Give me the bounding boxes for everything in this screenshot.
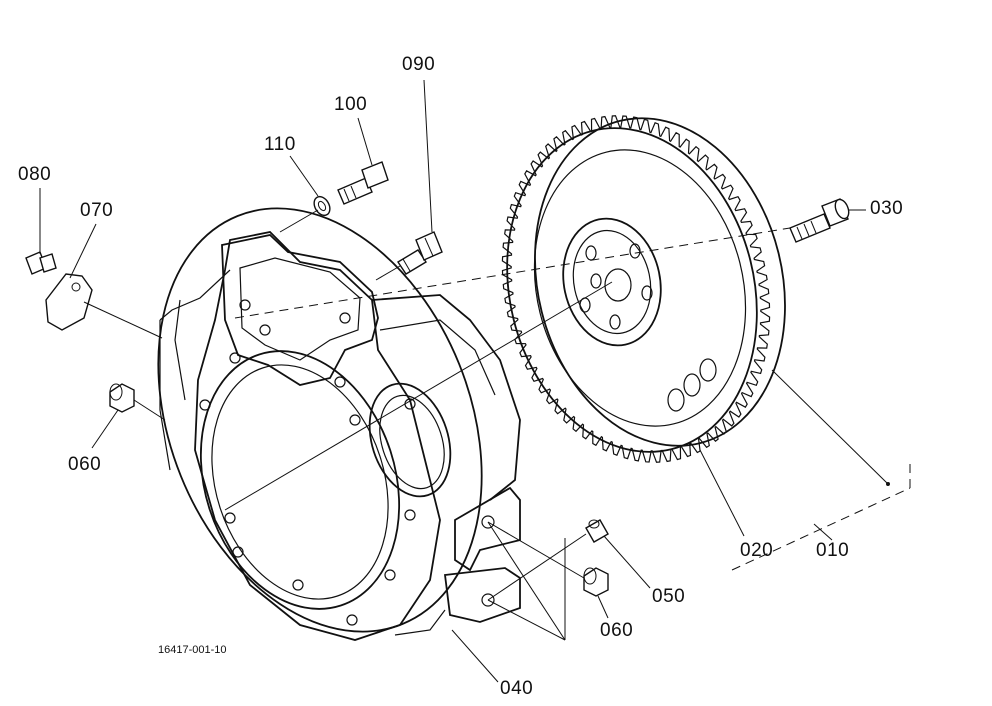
flywheel xyxy=(501,115,786,463)
spring-washer xyxy=(313,195,331,217)
callout-030: 030 xyxy=(870,198,903,219)
callout-060-right: 060 xyxy=(600,620,633,641)
plug-left xyxy=(109,383,135,413)
callout-110: 110 xyxy=(264,134,296,155)
callout-060-left: 060 xyxy=(68,454,101,475)
callout-010: 010 xyxy=(816,540,849,561)
drawing-code: 16417-001-10 xyxy=(158,644,227,656)
callout-080-main: 080 xyxy=(18,164,51,185)
callout-040: 040 xyxy=(500,678,533,699)
flywheel-bolt xyxy=(789,198,850,243)
callout-020: 020 xyxy=(740,540,773,561)
dowel-pin xyxy=(585,519,609,543)
callout-100: 100 xyxy=(334,94,367,115)
flywheel-housing xyxy=(157,207,521,641)
leader-lines xyxy=(39,79,911,683)
stud-bolt xyxy=(397,231,443,275)
gear-tooth-outline xyxy=(501,115,771,463)
ring-gear-teeth xyxy=(501,115,771,463)
cover-bolt xyxy=(25,251,57,275)
callout-050: 050 xyxy=(652,586,685,607)
callout-090: 090 xyxy=(402,54,435,75)
callout-070: 070 xyxy=(80,200,113,221)
plug-right xyxy=(583,567,609,597)
housing-bolt xyxy=(337,161,389,205)
